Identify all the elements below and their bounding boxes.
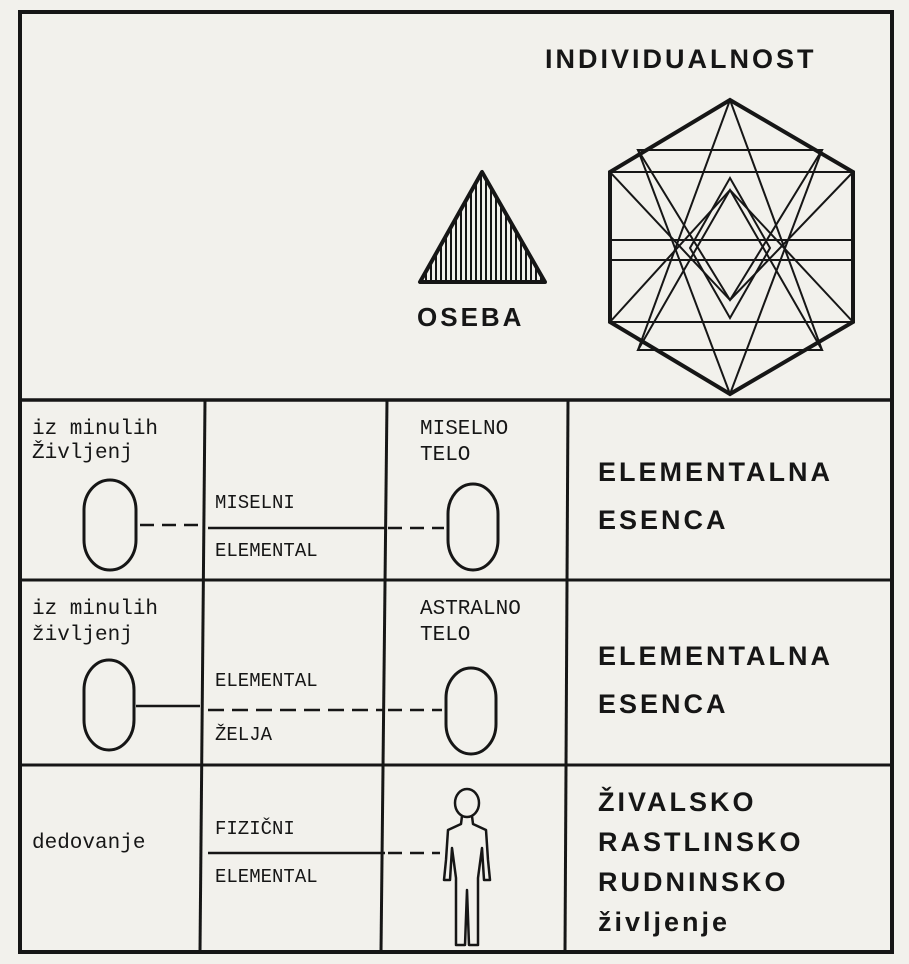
row2-origin-line2: življenj [32, 624, 133, 647]
row3-kingdom-line4: življenje [598, 907, 731, 937]
col-divider-2 [379, 399, 389, 953]
row1-origin-line1: iz minulih [32, 418, 159, 441]
row1-body-line1: MISELNO [420, 418, 509, 441]
row1-elemental-bottom: ELEMENTAL [215, 540, 318, 562]
oseba-label: OSEBA [417, 302, 525, 332]
row1-essence-line1: ELEMENTALNA [598, 457, 833, 487]
row2-left-oval [82, 658, 136, 752]
col-divider-1 [198, 399, 207, 953]
human-figure [442, 787, 492, 947]
row1-right-oval [446, 482, 500, 572]
row2-body-line2: TELO [420, 624, 471, 647]
col-divider-3 [563, 399, 570, 953]
row3-kingdom-line2: RASTLINSKO [598, 827, 804, 857]
row1-elemental-top: MISELNI [215, 492, 295, 514]
outer-frame [18, 10, 894, 954]
row1-body-line2: TELO [420, 444, 471, 467]
row3-kingdom-line1: ŽIVALSKO [598, 787, 757, 817]
row3-kingdom-line3: RUDNINSKO [598, 867, 789, 897]
row1-left-oval [82, 478, 138, 572]
row2-essence-line1: ELEMENTALNA [598, 641, 833, 671]
row3-origin-line1: dedovanje [32, 832, 146, 855]
individualnost-label: INDIVIDUALNOST [545, 44, 817, 74]
row2-body-line1: ASTRALNO [420, 598, 521, 621]
row2-origin-line1: iz minulih [32, 598, 159, 621]
row3-elemental-bottom: ELEMENTAL [215, 866, 318, 888]
icosahedron [608, 97, 855, 397]
row1-origin-line2: Življenj [32, 442, 133, 465]
oseba-triangle [418, 170, 547, 284]
row2-essence-line2: ESENCA [598, 689, 729, 719]
row2-elemental-bottom: ŽELJA [215, 724, 273, 746]
row2-right-oval [444, 666, 498, 756]
row1-essence-line2: ESENCA [598, 505, 729, 535]
row2-elemental-top: ELEMENTAL [215, 670, 318, 692]
row3-elemental-top: FIZIČNI [215, 818, 295, 840]
